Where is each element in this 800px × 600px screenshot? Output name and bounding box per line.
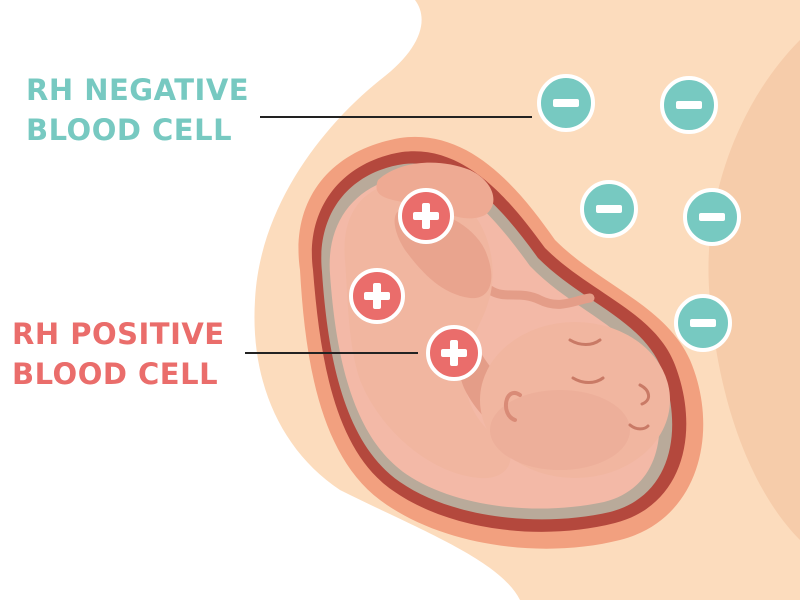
fetus-eye [571, 376, 605, 384]
rh-positive-label: RH POSITIVE BLOOD CELL [12, 314, 225, 394]
rh-negative-label: RH NEGATIVE BLOOD CELL [26, 70, 249, 150]
fetus-head-shadow [490, 390, 630, 470]
rh-positive-label-line1: RH POSITIVE [12, 317, 225, 351]
fetus-mouth [628, 423, 650, 431]
minus-icon [690, 319, 716, 327]
rh-negative-label-line2: BLOOD CELL [26, 113, 233, 147]
minus-icon [596, 205, 622, 213]
mother-back-shading [708, 40, 800, 540]
minus-icon [676, 101, 702, 109]
rh-negative-cell [683, 188, 741, 246]
rh-negative-cell [537, 74, 595, 132]
minus-icon [699, 213, 725, 221]
rh-negative-cell [660, 76, 718, 134]
rh-negative-cell [674, 294, 732, 352]
rh-positive-cell [398, 188, 454, 244]
rh-negative-label-line1: RH NEGATIVE [26, 73, 250, 107]
rh-positive-cell [349, 268, 405, 324]
fetus-eye [568, 338, 602, 346]
rh-negative-cell [580, 180, 638, 238]
rh-positive-label-line2: BLOOD CELL [12, 357, 219, 391]
umbilical-cord [485, 285, 595, 309]
rh-positive-cell [426, 325, 482, 381]
fetus-ear [503, 391, 522, 422]
minus-icon [553, 99, 579, 107]
fetus-nose [638, 383, 650, 406]
